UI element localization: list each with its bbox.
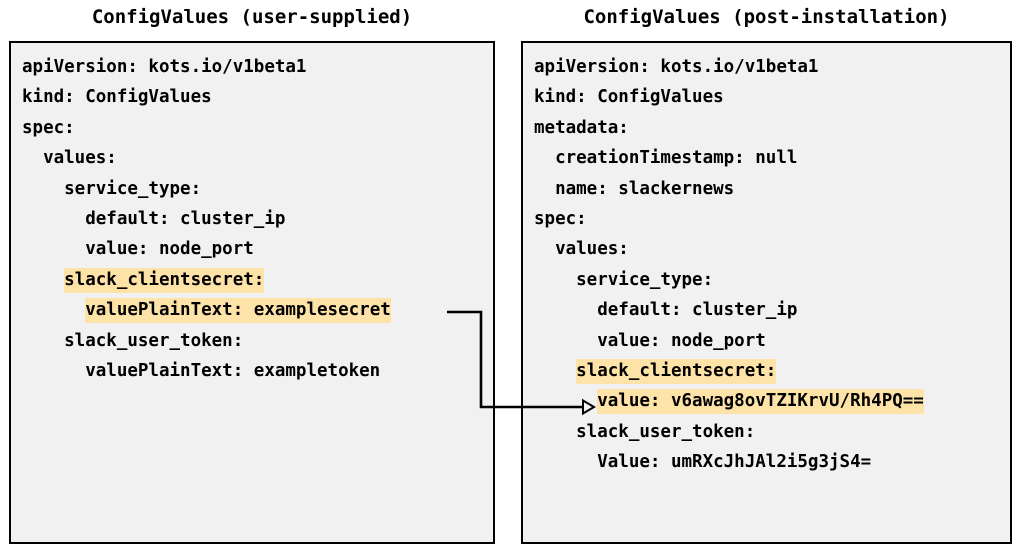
- code-line: value: node_port: [22, 234, 489, 264]
- left-panel-title: ConfigValues (user-supplied): [91, 6, 413, 28]
- code-text: Value: umRXcJhJAl2i5g3jS4=: [534, 452, 872, 473]
- code-text: default: cluster_ip: [22, 208, 286, 229]
- code-text: apiVersion: kots.io/v1beta1: [534, 57, 819, 77]
- code-text: spec:: [22, 117, 75, 138]
- highlighted-text: slack_clientsecret:: [576, 358, 777, 384]
- code-line: default: cluster_ip: [22, 204, 489, 234]
- code-text: creationTimestamp: null: [534, 148, 798, 169]
- right-panel-title: ConfigValues (post-installation): [583, 6, 950, 28]
- code-text: default: cluster_ip: [534, 300, 798, 321]
- code-text: spec:: [534, 208, 587, 229]
- code-line: valuePlainText: examplesecret: [22, 295, 489, 325]
- code-line: slack_clientsecret:: [534, 356, 1006, 386]
- code-line: service_type:: [22, 174, 489, 204]
- code-text: values:: [534, 239, 629, 260]
- code-line: Value: umRXcJhJAl2i5g3jS4=: [534, 447, 1006, 477]
- code-line: spec:: [534, 204, 1006, 234]
- highlighted-text: slack_clientsecret:: [64, 267, 265, 293]
- code-line: creationTimestamp: null: [534, 143, 1006, 173]
- code-line: kind: ConfigValues: [22, 82, 489, 112]
- code-line: values:: [22, 143, 489, 173]
- code-text: kind: ConfigValues: [22, 87, 212, 108]
- code-line: metadata:: [534, 113, 1006, 143]
- code-text: [22, 298, 85, 323]
- right-panel-box: apiVersion: kots.io/v1beta1 kind: ConfigV…: [521, 41, 1012, 544]
- code-text: value: node_port: [534, 330, 766, 351]
- code-text: [534, 389, 597, 414]
- code-text: slack_user_token:: [22, 330, 244, 351]
- left-panel-code: apiVersion: kots.io/v1beta1 kind: ConfigV…: [22, 52, 489, 542]
- code-text: valuePlainText: exampletoken: [22, 360, 381, 381]
- right-panel-code: apiVersion: kots.io/v1beta1 kind: ConfigV…: [534, 52, 1006, 542]
- code-text: name: slackernews: [534, 178, 735, 199]
- left-panel-box: apiVersion: kots.io/v1beta1 kind: ConfigV…: [9, 41, 495, 544]
- code-line: service_type:: [534, 265, 1006, 295]
- code-line: value: v6awag8ovTZIKrvU/Rh4PQ==: [534, 386, 1006, 416]
- code-text: metadata:: [534, 117, 629, 138]
- code-text: values:: [22, 148, 117, 169]
- code-line: kind: ConfigValues: [534, 82, 1006, 112]
- code-line: value: node_port: [534, 326, 1006, 356]
- code-text: service_type:: [22, 178, 202, 199]
- code-line: apiVersion: kots.io/v1beta1: [534, 52, 1006, 82]
- code-line: slack_clientsecret:: [22, 265, 489, 295]
- code-line: apiVersion: kots.io/v1beta1: [22, 52, 489, 82]
- code-line: valuePlainText: exampletoken: [22, 356, 489, 386]
- code-line: slack_user_token:: [22, 326, 489, 356]
- left-panel: ConfigValues (user-supplied) apiVersion:…: [9, 6, 495, 544]
- code-text: service_type:: [534, 269, 714, 290]
- code-line: name: slackernews: [534, 174, 1006, 204]
- code-text: value: node_port: [22, 239, 254, 260]
- code-text: apiVersion: kots.io/v1beta1: [22, 57, 307, 77]
- highlighted-text: valuePlainText: examplesecret: [85, 298, 391, 324]
- code-line: default: cluster_ip: [534, 295, 1006, 325]
- code-text: slack_user_token:: [534, 421, 756, 442]
- code-line: slack_user_token:: [534, 417, 1006, 447]
- code-line: values:: [534, 234, 1006, 264]
- code-text: kind: ConfigValues: [534, 87, 724, 108]
- code-line: spec:: [22, 113, 489, 143]
- right-panel: ConfigValues (post-installation) apiVers…: [521, 6, 1012, 544]
- code-text: [534, 359, 576, 384]
- code-text: [22, 268, 64, 293]
- highlighted-text: value: v6awag8ovTZIKrvU/Rh4PQ==: [597, 389, 924, 415]
